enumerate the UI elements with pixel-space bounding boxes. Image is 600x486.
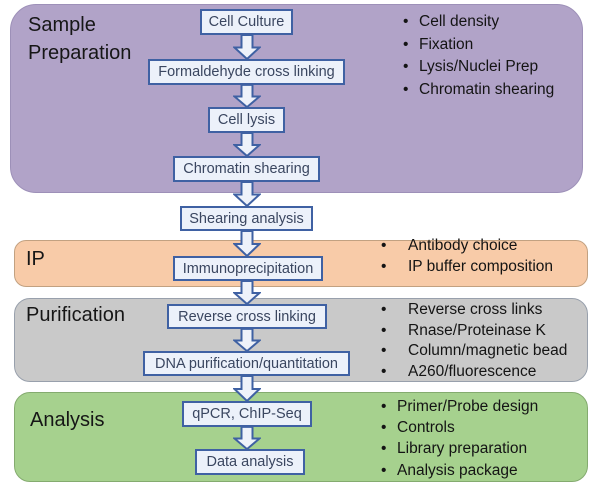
step-box-formaldehyde-cross-linking: Formaldehyde cross linking	[148, 59, 345, 85]
list-item: Chromatin shearing	[403, 81, 554, 104]
step-box-cell-lysis: Cell lysis	[208, 107, 285, 133]
list-item: Lysis/Nuclei Prep	[403, 58, 554, 81]
step-box-qpcr-chip-seq: qPCR, ChIP-Seq	[182, 401, 312, 427]
down-arrow-icon	[233, 230, 261, 257]
list-item: Column/magnetic bead	[381, 342, 567, 363]
section-title-analysis: Analysis	[30, 409, 105, 431]
down-arrow-icon	[233, 181, 261, 207]
down-arrow-icon	[233, 84, 261, 108]
section-title-ip: IP	[26, 248, 45, 270]
section-title-sample-preparation: Sample Preparation	[28, 14, 132, 64]
step-box-reverse-cross-linking: Reverse cross linking	[167, 304, 327, 329]
list-item: Controls	[381, 419, 538, 440]
list-item: Antibody choice	[381, 237, 553, 258]
down-arrow-icon	[233, 375, 261, 402]
bullet-list-analysis: Primer/Probe design Controls Library pre…	[381, 398, 538, 483]
list-item: Library preparation	[381, 440, 538, 461]
list-item: Fixation	[403, 36, 554, 59]
bullet-list-purification: Reverse cross links Rnase/Proteinase K C…	[381, 301, 567, 383]
list-item: Analysis package	[381, 462, 538, 483]
down-arrow-icon	[233, 280, 261, 305]
step-box-chromatin-shearing: Chromatin shearing	[173, 156, 320, 182]
list-item: IP buffer composition	[381, 258, 553, 279]
list-item: Cell density	[403, 13, 554, 36]
list-item: Primer/Probe design	[381, 398, 538, 419]
down-arrow-icon	[233, 426, 261, 450]
step-box-shearing-analysis: Shearing analysis	[180, 206, 313, 231]
bullet-list-sample-preparation: Cell density Fixation Lysis/Nuclei Prep …	[403, 13, 554, 103]
section-title-purification: Purification	[26, 304, 125, 326]
list-item: A260/fluorescence	[381, 363, 567, 384]
list-item: Reverse cross links	[381, 301, 567, 322]
bullet-list-ip: Antibody choice IP buffer composition	[381, 237, 553, 279]
list-item: Rnase/Proteinase K	[381, 322, 567, 343]
down-arrow-icon	[233, 328, 261, 352]
down-arrow-icon	[233, 132, 261, 157]
step-box-dna-purification-quantitation: DNA purification/quantitation	[143, 351, 350, 376]
down-arrow-icon	[233, 34, 261, 60]
step-box-data-analysis: Data analysis	[195, 449, 305, 475]
step-box-immunoprecipitation: Immunoprecipitation	[173, 256, 323, 281]
step-box-cell-culture: Cell Culture	[200, 9, 293, 35]
